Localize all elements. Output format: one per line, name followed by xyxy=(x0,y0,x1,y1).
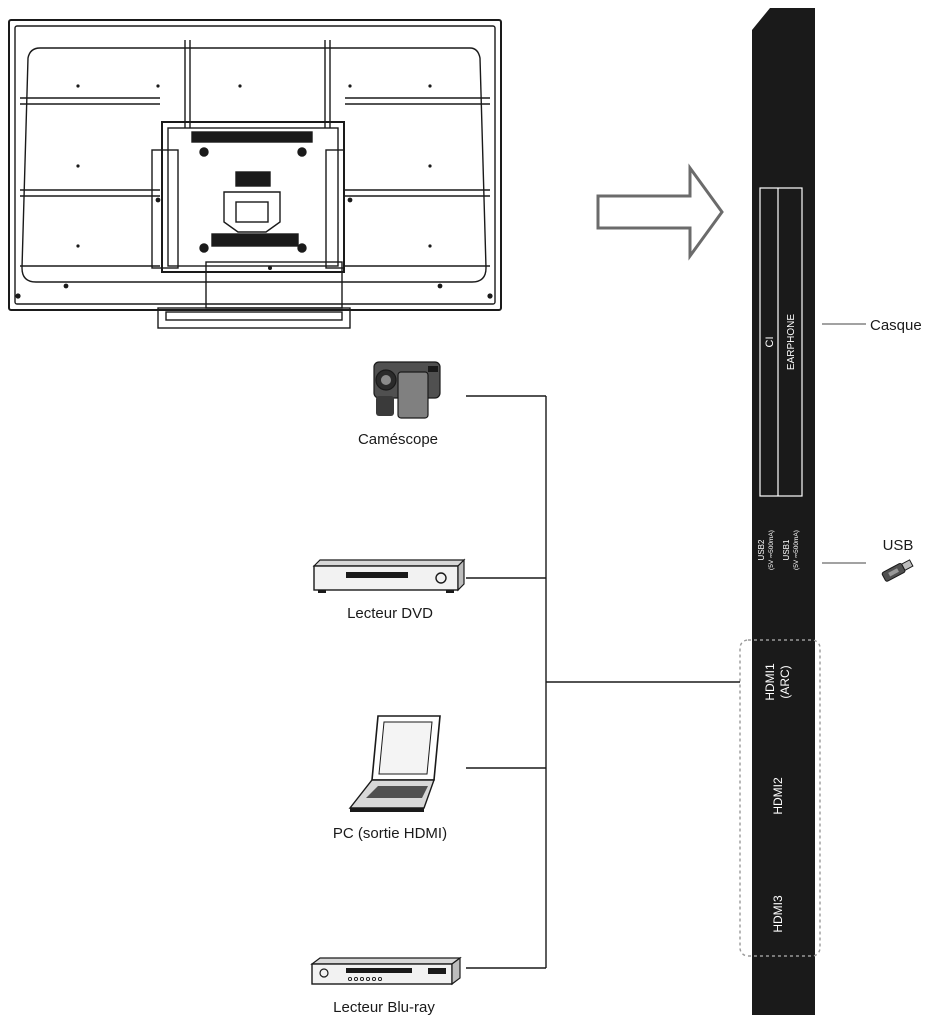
ci-earphone-slot xyxy=(759,187,803,497)
pc-label: PC (sortie HDMI) xyxy=(333,825,447,842)
usb-stick-icon xyxy=(881,559,914,582)
connection-lines xyxy=(466,395,740,969)
tv-rear-view xyxy=(8,19,502,329)
ci-label: CI xyxy=(764,337,776,348)
hdmi3-label: HDMI3 xyxy=(771,895,785,933)
camcorder-label: Caméscope xyxy=(358,431,438,448)
dvd-player-icon xyxy=(312,558,466,593)
headphone-label: Casque xyxy=(870,317,922,334)
side-lines xyxy=(822,323,866,564)
hdmi2-label: HDMI2 xyxy=(771,777,785,815)
bluray-label: Lecteur Blu-ray xyxy=(333,999,435,1016)
side-connector-panel xyxy=(752,8,815,1015)
bluray-player-icon xyxy=(310,956,462,986)
usb-label: USB xyxy=(883,537,914,554)
usb1-label: USB1 xyxy=(782,539,791,560)
usb2-label: USB2 xyxy=(757,539,766,560)
camcorder-icon xyxy=(373,361,441,419)
dvd-label: Lecteur DVD xyxy=(347,605,433,622)
earphone-label: EARPHONE xyxy=(786,314,797,370)
direction-arrow xyxy=(596,163,724,261)
hdmi-group-frame xyxy=(739,639,821,957)
laptop-icon xyxy=(348,715,441,812)
hdmi1-arc-label: (ARC) xyxy=(778,665,792,698)
usb2-rating: (5V ⎓500mA) xyxy=(768,530,775,570)
hdmi1-label: HDMI1 xyxy=(763,663,777,701)
usb1-rating: (5V ⎓500mA) xyxy=(793,530,800,570)
